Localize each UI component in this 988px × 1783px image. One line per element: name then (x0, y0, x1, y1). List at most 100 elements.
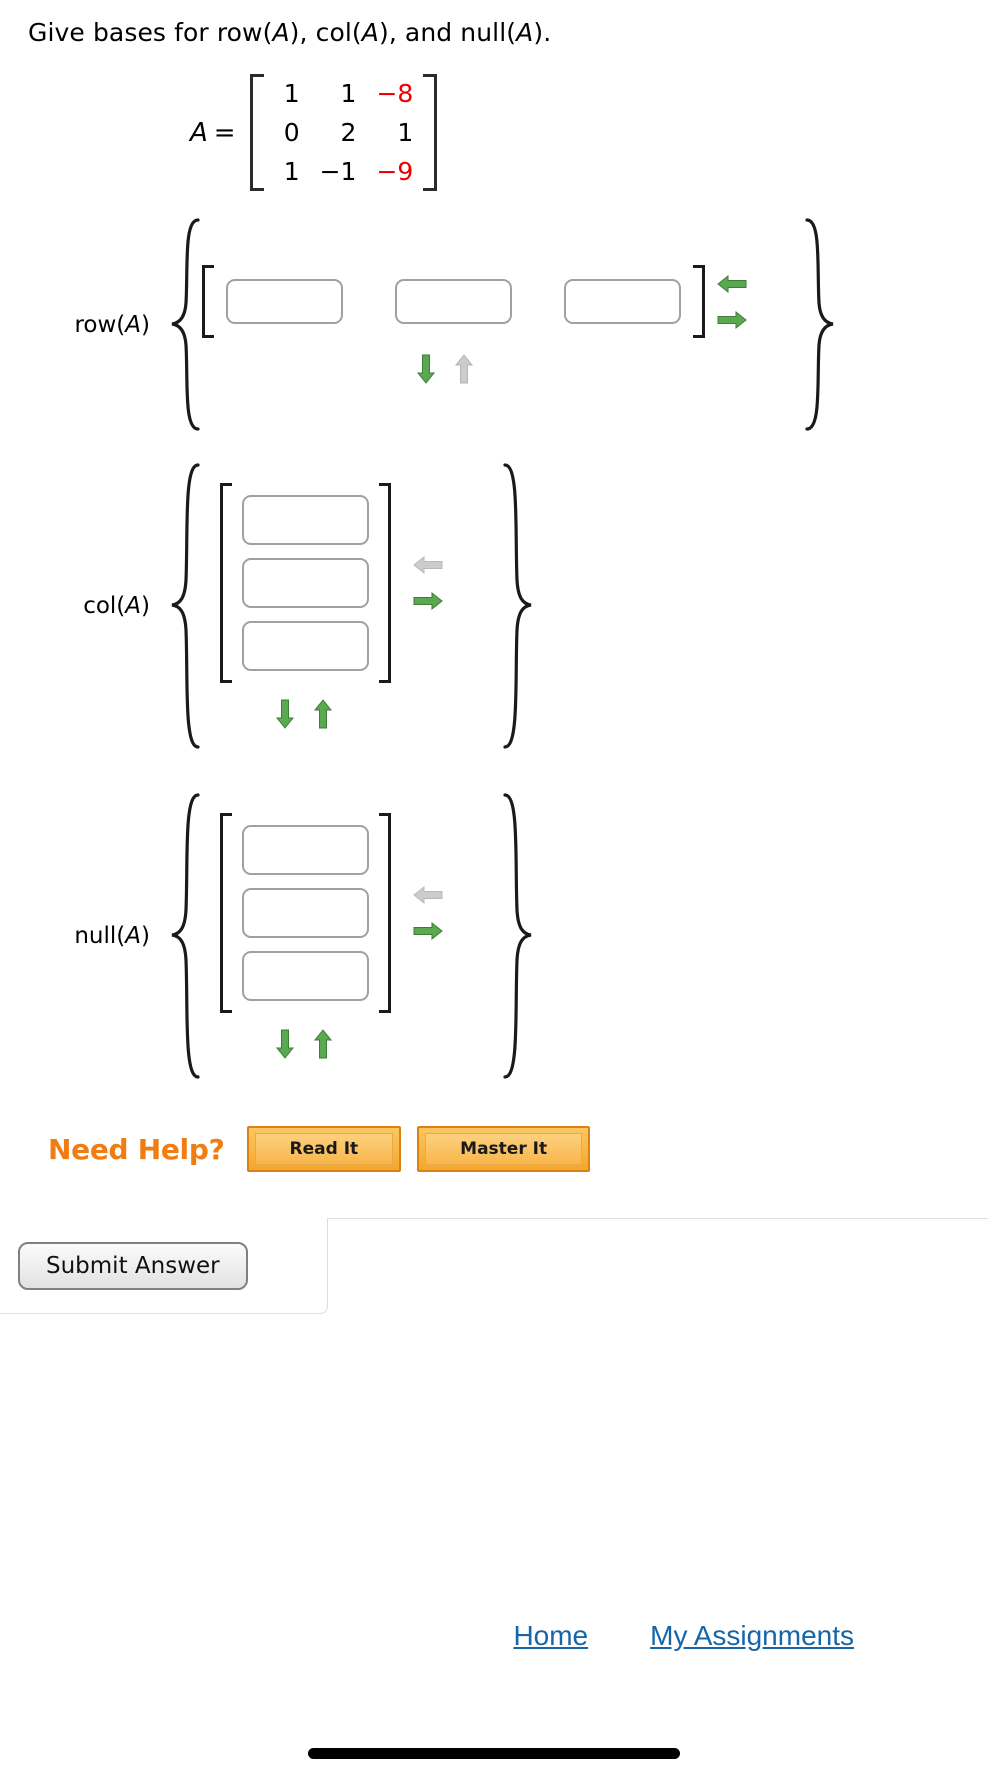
prompt-part-4: ). (533, 18, 552, 47)
matrix-cell: −8 (376, 79, 414, 108)
prompt-var-3: A (516, 18, 534, 47)
matrix-row: 0 2 1 (264, 113, 424, 152)
row-answer-input-3[interactable] (564, 279, 681, 324)
arrow-down-icon[interactable] (415, 354, 437, 384)
prompt-part-1: Give bases for row( (28, 18, 273, 47)
col-answer-input-3[interactable] (242, 621, 369, 671)
matrix-cell: 1 (340, 79, 357, 108)
read-it-label: Read It (254, 1133, 394, 1165)
prompt-var-2: A (361, 18, 379, 47)
submit-panel: Submit Answer (0, 1218, 988, 1316)
col-vector (220, 483, 391, 683)
set-brace-left-col (168, 462, 202, 750)
row-vector (202, 265, 705, 338)
row-vector-group (202, 265, 747, 384)
arrow-down-icon[interactable] (274, 699, 296, 729)
arrow-left-icon[interactable] (413, 554, 443, 576)
submit-answer-button[interactable]: Submit Answer (18, 1241, 248, 1290)
null-answer-input-1[interactable] (242, 825, 369, 875)
basis-label-text: col( (83, 593, 126, 619)
home-link[interactable]: Home (513, 1620, 589, 1651)
basis-section-col: col(A) (0, 462, 988, 750)
null-vector-group (220, 813, 443, 1059)
row-horizontal-arrows (717, 273, 747, 331)
matrix-bracket-right (423, 74, 438, 191)
matrix-label: A (190, 117, 208, 148)
matrix-cell: −9 (376, 157, 414, 186)
set-brace-left-null (168, 792, 202, 1080)
set-brace-left-row (168, 217, 202, 432)
arrow-right-icon[interactable] (413, 920, 443, 942)
set-brace-right-row (803, 217, 837, 432)
null-horizontal-arrows (413, 884, 443, 942)
arrow-left-icon[interactable] (717, 273, 747, 295)
null-answer-cells (232, 813, 379, 1013)
arrow-up-icon[interactable] (453, 354, 475, 384)
vector-bracket-left (220, 483, 232, 683)
basis-label-var: A (125, 311, 142, 338)
row-answer-input-1[interactable] (226, 279, 343, 324)
equals-sign: = (213, 117, 236, 148)
footer-links: Home My Assignments (0, 1620, 988, 1652)
arrow-up-icon[interactable] (312, 699, 334, 729)
vector-bracket-right (693, 265, 705, 338)
submit-tab: Submit Answer (0, 1218, 328, 1314)
matrix-row: 1 1 −8 (264, 74, 424, 113)
col-answer-input-2[interactable] (242, 558, 369, 608)
col-answer-input-1[interactable] (242, 495, 369, 545)
basis-label-var: A (125, 593, 142, 619)
vector-bracket-right (379, 483, 391, 683)
col-answer-cells (232, 483, 379, 683)
arrow-right-icon[interactable] (413, 590, 443, 612)
basis-label-var: A (125, 923, 142, 949)
arrow-up-icon[interactable] (312, 1029, 334, 1059)
basis-label-end: ) (141, 923, 150, 949)
matrix-bracket-left (249, 74, 264, 191)
my-assignments-link[interactable]: My Assignments (650, 1620, 854, 1651)
prompt-part-2: ), col( (289, 18, 362, 47)
vector-bracket-left (202, 265, 214, 338)
read-it-button[interactable]: Read It (246, 1126, 402, 1172)
matrix-cell: 1 (283, 157, 300, 186)
arrow-down-icon[interactable] (274, 1029, 296, 1059)
basis-label-text: row( (74, 311, 126, 338)
page-title: Give bases for row(A), col(A), and null(… (0, 0, 988, 48)
matrix-values: 1 1 −8 0 2 1 1 −1 −9 (264, 74, 424, 191)
basis-label-end: ) (141, 593, 150, 619)
master-it-label: Master It (425, 1133, 583, 1165)
arrow-left-icon[interactable] (413, 884, 443, 906)
basis-label-text: null( (74, 923, 126, 949)
basis-section-row: row(A) (0, 217, 988, 432)
col-vector-group (220, 483, 443, 729)
need-help-section: Need Help? Read It Master It (0, 1126, 988, 1172)
prompt-var-1: A (272, 18, 290, 47)
null-vertical-arrows (274, 1029, 390, 1059)
matrix-cell: 0 (283, 118, 300, 147)
row-answer-cells (214, 265, 693, 338)
vector-bracket-left (220, 813, 232, 1013)
matrix-a-display: A = 1 1 −8 0 2 1 1 −1 −9 (0, 74, 988, 191)
arrow-right-icon[interactable] (717, 309, 747, 331)
basis-label-null: null(A) (0, 923, 168, 949)
basis-label-row: row(A) (0, 312, 168, 338)
need-help-label: Need Help? (48, 1132, 225, 1166)
row-answer-input-2[interactable] (395, 279, 512, 324)
col-horizontal-arrows (413, 554, 443, 612)
prompt-part-3: ), and null( (378, 18, 517, 47)
matrix-cell: 2 (340, 118, 357, 147)
vector-bracket-right (379, 813, 391, 1013)
matrix-row: 1 −1 −9 (264, 152, 424, 191)
null-answer-input-3[interactable] (242, 951, 369, 1001)
set-brace-right-null (501, 792, 535, 1080)
null-vector (220, 813, 391, 1013)
matrix-cell: 1 (397, 118, 414, 147)
basis-label-end: ) (141, 311, 150, 338)
null-answer-input-2[interactable] (242, 888, 369, 938)
master-it-button[interactable]: Master It (417, 1126, 591, 1172)
basis-section-null: null(A) (0, 792, 988, 1080)
row-vertical-arrows (415, 354, 535, 384)
col-vertical-arrows (274, 699, 390, 729)
matrix-cell: 1 (283, 79, 300, 108)
set-brace-right-col (501, 462, 535, 750)
divider (0, 1218, 988, 1219)
